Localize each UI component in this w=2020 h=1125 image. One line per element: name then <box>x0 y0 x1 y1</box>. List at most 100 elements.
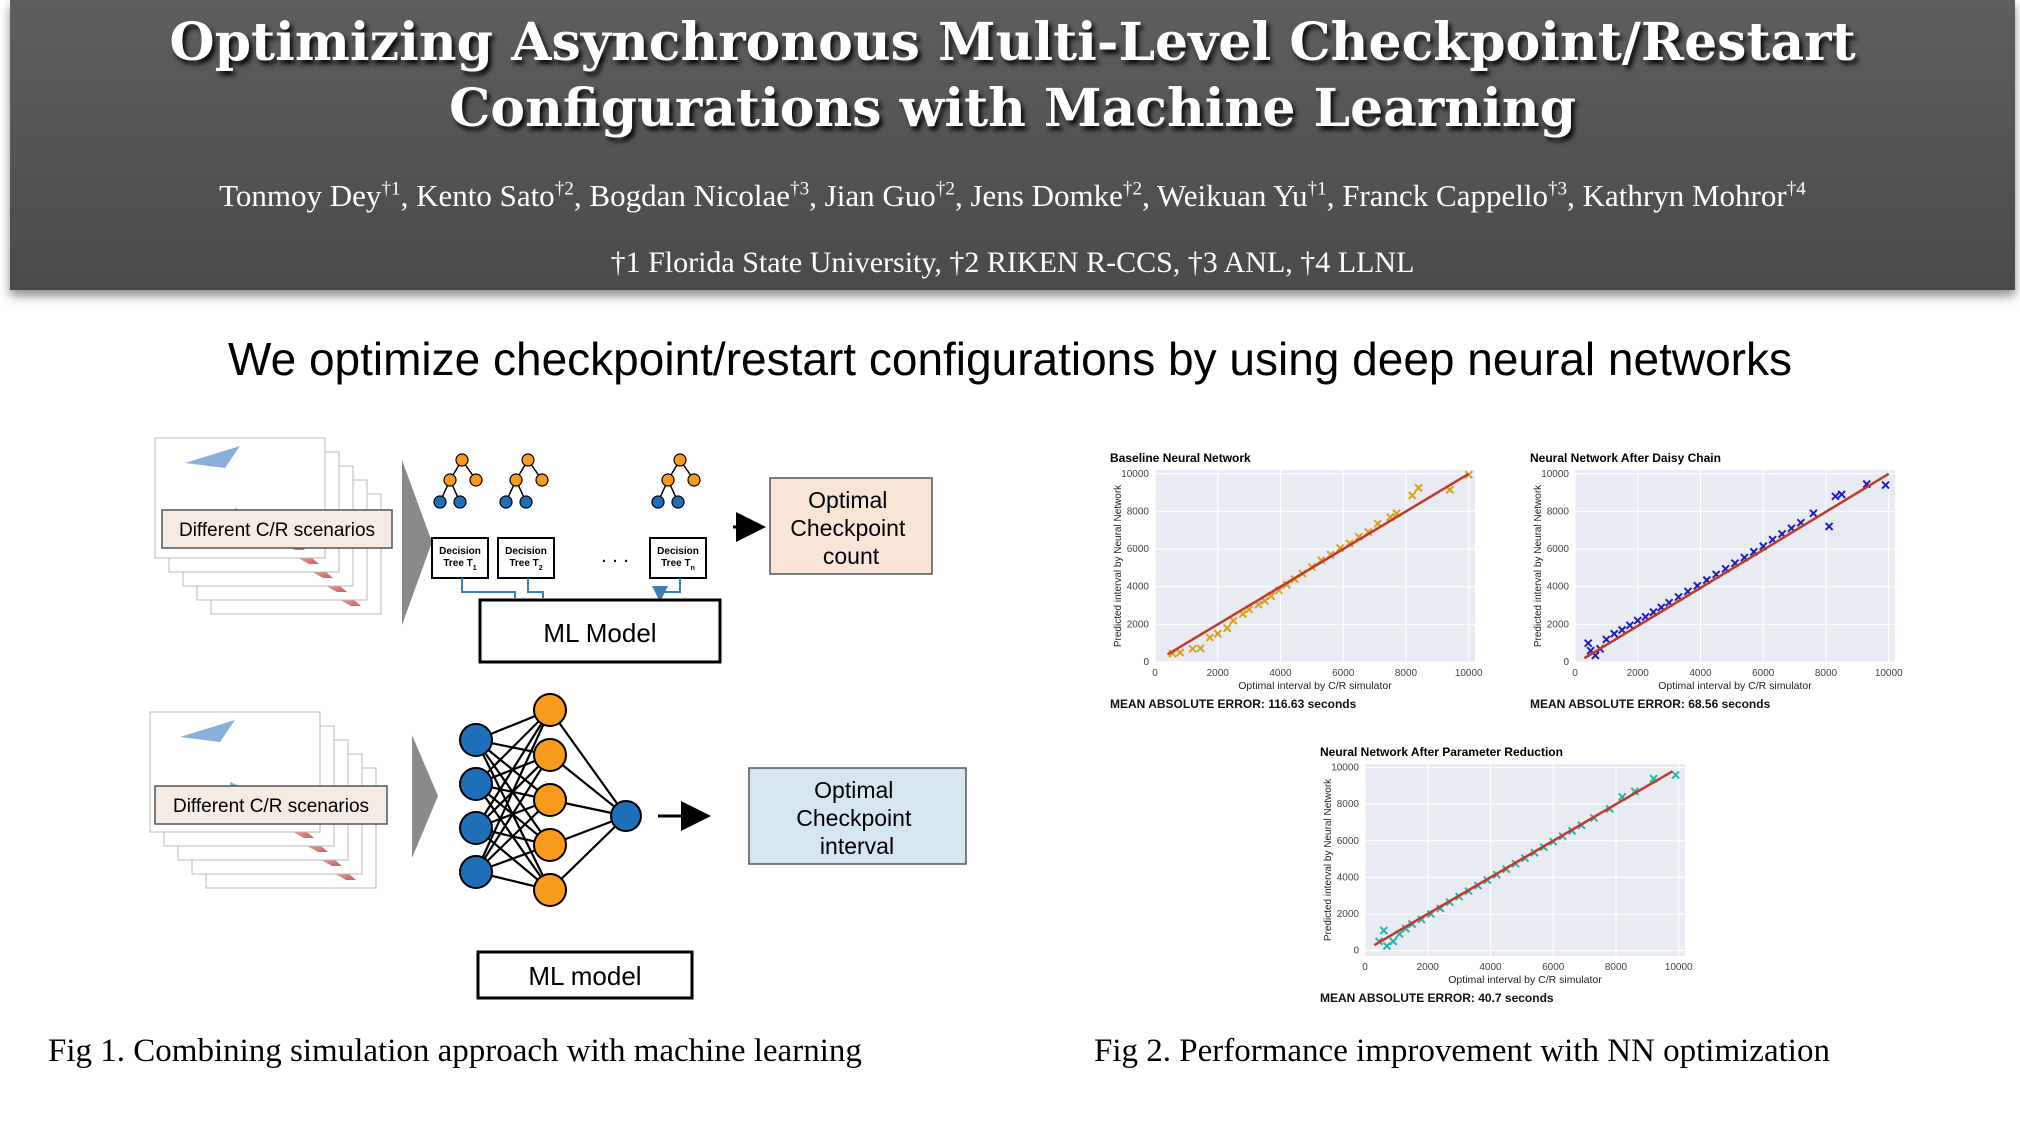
scatter-point <box>1617 625 1627 635</box>
x-axis-label: Optimal interval by C/R simulator <box>1658 680 1812 692</box>
nn-hidden-node <box>533 828 567 862</box>
nn-output-node <box>610 800 642 832</box>
poster-title-line1: Optimizing Asynchronous Multi-Level Chec… <box>169 12 1856 73</box>
scatter-point <box>1205 633 1215 642</box>
author-affiliation-mark: †2 <box>1122 178 1143 200</box>
mae-label: MEAN ABSOLUTE ERROR: 40.7 seconds <box>1320 991 1554 1005</box>
nn-hidden-node <box>533 738 567 772</box>
tree-node <box>455 453 469 467</box>
x-tick-label: 4000 <box>1689 668 1712 679</box>
ml-model-label-top: ML Model <box>543 618 656 648</box>
x-tick-label: 0 <box>1362 962 1368 973</box>
author-name: Tonmoy Dey <box>219 178 382 213</box>
y-tick-label: 6000 <box>1337 836 1360 847</box>
x-tick-label: 8000 <box>1605 962 1628 973</box>
tree-node <box>687 473 701 487</box>
y-axis-label: Predicted interval by Neural Network <box>1533 484 1544 647</box>
scenario-label-box-bottom <box>154 785 388 825</box>
tree-node <box>535 473 549 487</box>
ml-model-label-bottom: ML model <box>528 961 641 991</box>
y-tick-label: 6000 <box>1547 544 1570 555</box>
fit-line <box>1373 770 1674 947</box>
scatter-point <box>1809 509 1818 518</box>
tree-node <box>671 495 685 509</box>
y-tick-label: 10000 <box>1541 469 1569 480</box>
y-tick-label: 4000 <box>1127 582 1150 593</box>
nn-hidden-node <box>533 693 567 727</box>
scatter-point <box>1824 522 1834 531</box>
author-name: Weikuan Yu <box>1157 178 1308 213</box>
nn-hidden-node <box>533 783 567 817</box>
y-tick-label: 0 <box>1563 657 1569 668</box>
x-tick-label: 2000 <box>1627 668 1650 679</box>
tree-node <box>661 473 675 487</box>
y-tick-label: 0 <box>1143 657 1149 668</box>
x-tick-label: 0 <box>1152 668 1158 679</box>
y-tick-label: 8000 <box>1127 506 1150 517</box>
x-tick-label: 2000 <box>1207 668 1230 679</box>
scatter-point <box>1602 635 1611 644</box>
scenario-label-top: Different C/R scenarios <box>179 520 375 541</box>
affiliations: †1 Florida State University, †2 RIKEN R-… <box>610 246 1415 279</box>
chart-parameter-reduction: Neural Network After Parameter Reduction… <box>1320 745 1693 1005</box>
mae-label: MEAN ABSOLUTE ERROR: 116.63 seconds <box>1110 697 1357 711</box>
author-affiliation-mark: †4 <box>1786 178 1806 200</box>
author-affiliation-mark: †1 <box>1307 178 1327 200</box>
scatter-point <box>1610 629 1619 638</box>
scatter-point <box>1229 616 1238 625</box>
author-name: Jian Guo <box>824 178 936 213</box>
nn-input-node <box>459 723 493 757</box>
author-affiliation-mark: †2 <box>935 178 955 200</box>
scatter-point <box>1671 770 1680 780</box>
y-axis-label: Predicted interval by Neural Network <box>1113 484 1124 647</box>
mae-label: MEAN ABSOLUTE ERROR: 68.56 seconds <box>1530 697 1771 711</box>
x-tick-label: 6000 <box>1332 668 1355 679</box>
author-affiliation-mark: †3 <box>1547 178 1568 200</box>
author-name: Jens Domke <box>970 178 1123 213</box>
tree-node <box>499 495 513 509</box>
chart-title: Neural Network After Daisy Chain <box>1530 451 1721 465</box>
x-tick-label: 6000 <box>1752 668 1775 679</box>
chart-title: Baseline Neural Network <box>1110 451 1251 465</box>
nn-input-node <box>459 767 493 801</box>
author-list: Tonmoy Dey†1, Kento Sato†2, Bogdan Nicol… <box>219 178 1806 213</box>
scenario-label-bottom: Different C/R scenarios <box>173 796 369 817</box>
chart-baseline: Baseline Neural Network 0 2000 4000 6000 8000… <box>1110 451 1483 711</box>
x-tick-label: 10000 <box>1455 668 1483 679</box>
tree-ellipsis: . . . <box>601 545 629 567</box>
author-name: Kathryn Mohror <box>1582 178 1787 213</box>
y-tick-label: 0 <box>1353 946 1359 957</box>
scatter-point <box>1382 941 1392 951</box>
scatter-point <box>1583 638 1593 648</box>
scatter-point <box>1633 616 1642 625</box>
x-tick-label: 4000 <box>1269 668 1292 679</box>
author-affiliation-mark: †1 <box>381 178 401 200</box>
x-tick-label: 6000 <box>1542 962 1565 973</box>
author-name: Kento Sato <box>416 178 555 213</box>
fig2-caption: Fig 2. Performance improvement with NN o… <box>1094 1033 1830 1069</box>
tree-node <box>443 473 457 487</box>
y-tick-label: 10000 <box>1121 469 1149 480</box>
scatter-point <box>1881 480 1890 490</box>
scatter-point <box>1389 937 1398 946</box>
tree-node <box>521 453 535 467</box>
tree-node <box>469 473 483 487</box>
tagline: We optimize checkpoint/restart configura… <box>228 333 1792 385</box>
poster-title-line2: Configurations with Machine Learning <box>449 78 1576 139</box>
y-tick-label: 8000 <box>1337 799 1360 810</box>
fit-line <box>1166 472 1470 656</box>
scatter-point <box>1837 490 1846 499</box>
fig1-caption: Fig 1. Combining simulation approach wit… <box>48 1033 862 1069</box>
x-tick-label: 10000 <box>1665 962 1693 973</box>
author-affiliation-mark: †3 <box>789 178 810 200</box>
x-axis-label: Optimal interval by C/R simulator <box>1238 680 1392 692</box>
y-tick-label: 4000 <box>1337 872 1360 883</box>
x-tick-label: 2000 <box>1417 962 1440 973</box>
